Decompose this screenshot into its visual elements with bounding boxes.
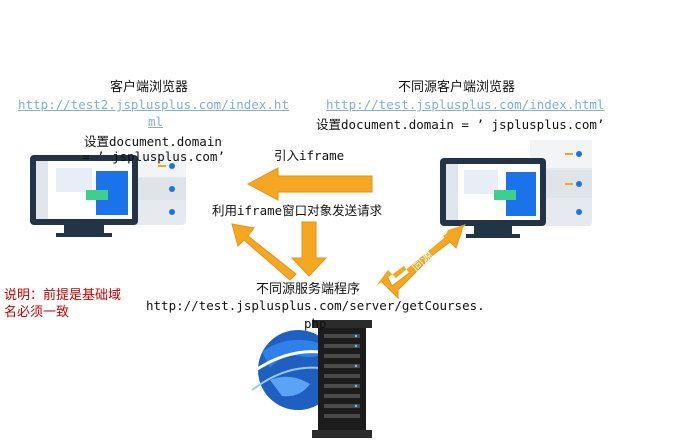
- iframe-arrow: [246, 167, 373, 201]
- server-title: 不同源服务端程序: [256, 282, 361, 297]
- right-client-setting: 设置document.domain = ’ jsplusplus.com’: [316, 117, 605, 132]
- server-url-line2: php: [304, 316, 327, 331]
- server-rack-icon: [312, 320, 372, 438]
- response-arrow: [231, 223, 297, 281]
- left-computer-icon: [30, 155, 186, 237]
- right-client-url[interactable]: http://test.jsplusplus.com/index.html: [326, 97, 605, 112]
- left-client-title: 客户端浏览器: [110, 80, 189, 95]
- left-client-url-line1[interactable]: http://test2.jsplusplus.com/index.ht: [18, 97, 289, 112]
- right-client-title: 不同源客户端浏览器: [398, 80, 516, 95]
- left-client-url-line2[interactable]: ml: [148, 114, 164, 129]
- left-client-setting-line1: 设置document.domain: [84, 134, 222, 149]
- same-origin-arrow: [376, 224, 466, 300]
- request-arrow-label: 利用iframe窗口对象发送请求: [212, 203, 383, 218]
- left-client-setting-line2: = ’ jsplusplus.com’: [82, 149, 225, 164]
- request-down-arrow: [290, 221, 328, 277]
- iframe-arrow-label: 引入iframe: [274, 148, 345, 163]
- note-line2: 名必须一致: [4, 305, 70, 320]
- note-line1: 说明：前提是基础域: [4, 288, 122, 303]
- server-url-line1: http://test.jsplusplus.com/server/getCou…: [146, 298, 485, 313]
- right-computer-icon: [440, 140, 592, 238]
